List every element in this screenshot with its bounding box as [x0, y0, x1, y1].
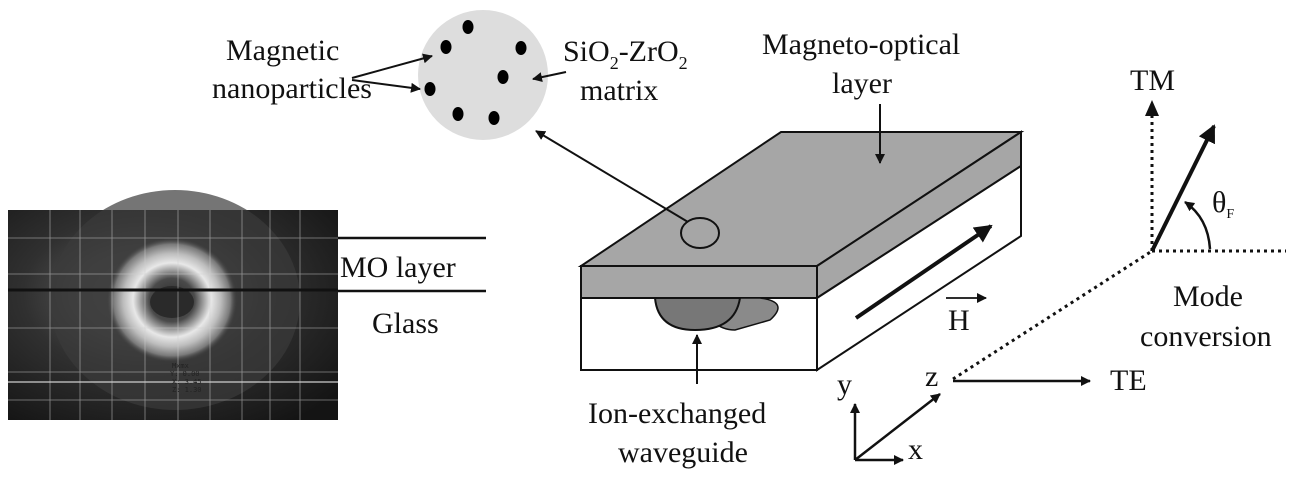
matrix-label: matrix: [580, 74, 658, 107]
ion-label-line2: waveguide: [618, 436, 748, 469]
mode-readout-2: Y: 0.00: [170, 370, 200, 378]
mo-layer-front-face: [580, 265, 818, 299]
nanoparticle-inset: [418, 10, 548, 140]
tm-arrowhead: [1145, 100, 1159, 116]
matrix-circle: [418, 10, 548, 140]
ion-exchanged-waveguide: [653, 297, 742, 332]
mode-core: [150, 286, 194, 318]
matrix-formula: SiO2-ZrO2: [563, 35, 688, 73]
magneto-optical-label-line2: layer: [832, 67, 892, 100]
rotation-angle-arc: [1184, 200, 1212, 250]
mode-conversion-line2: conversion: [1140, 320, 1272, 353]
mode-readout-4: Z: 1.30: [172, 386, 202, 394]
mode-profile-image: Mxmx Y: 0.00 X: 3.45 Z: 1.30: [8, 190, 338, 420]
nanoparticle: [488, 111, 500, 125]
zoom-circle: [680, 217, 720, 249]
propagation-dotted-line: [952, 249, 1153, 381]
mo-layer-label: MO layer: [340, 251, 456, 284]
nanoparticle: [462, 20, 474, 34]
mode-conversion-line1: Mode: [1173, 280, 1243, 313]
axis-z-label: z: [925, 360, 938, 393]
rotated-polarization-arrow: [1150, 124, 1216, 252]
te-label: TE: [1110, 364, 1147, 397]
ion-label-line1: Ion-exchanged: [588, 397, 766, 430]
mode-conversion-diagram: [952, 100, 1286, 386]
zoom-arrow: [535, 130, 689, 223]
nanoparticle: [515, 41, 527, 55]
z-axis: [854, 393, 941, 461]
theta-label: θF: [1212, 186, 1234, 222]
axis-x-label: x: [908, 433, 923, 466]
magnetic-label-line2: nanoparticles: [212, 72, 372, 105]
nanoparticle: [452, 107, 464, 121]
matrix-arrow: [532, 71, 567, 83]
nanoparticle: [497, 70, 509, 84]
glass-label: Glass: [372, 307, 439, 340]
nanoparticle: [440, 40, 452, 54]
coordinate-axes: [850, 393, 941, 465]
tm-label: TM: [1130, 64, 1175, 97]
nanoparticle-arrow-lower: [351, 79, 421, 93]
axis-y-label: y: [837, 368, 852, 401]
substrate-side-face: [816, 164, 1022, 372]
mode-readout-1: Mxmx: [172, 362, 189, 370]
field-arrow: [854, 224, 993, 320]
magnetic-label-line1: Magnetic: [226, 34, 339, 67]
magneto-optical-label-line1: Magneto-optical: [762, 28, 960, 61]
mode-readout-3: X: 3.45: [172, 378, 202, 386]
nanoparticle-arrow-upper: [351, 53, 433, 79]
mode-image-grid: [8, 210, 338, 420]
nanoparticle: [424, 82, 436, 96]
field-label: H: [948, 304, 970, 337]
waveguide-block: [577, 130, 1025, 372]
